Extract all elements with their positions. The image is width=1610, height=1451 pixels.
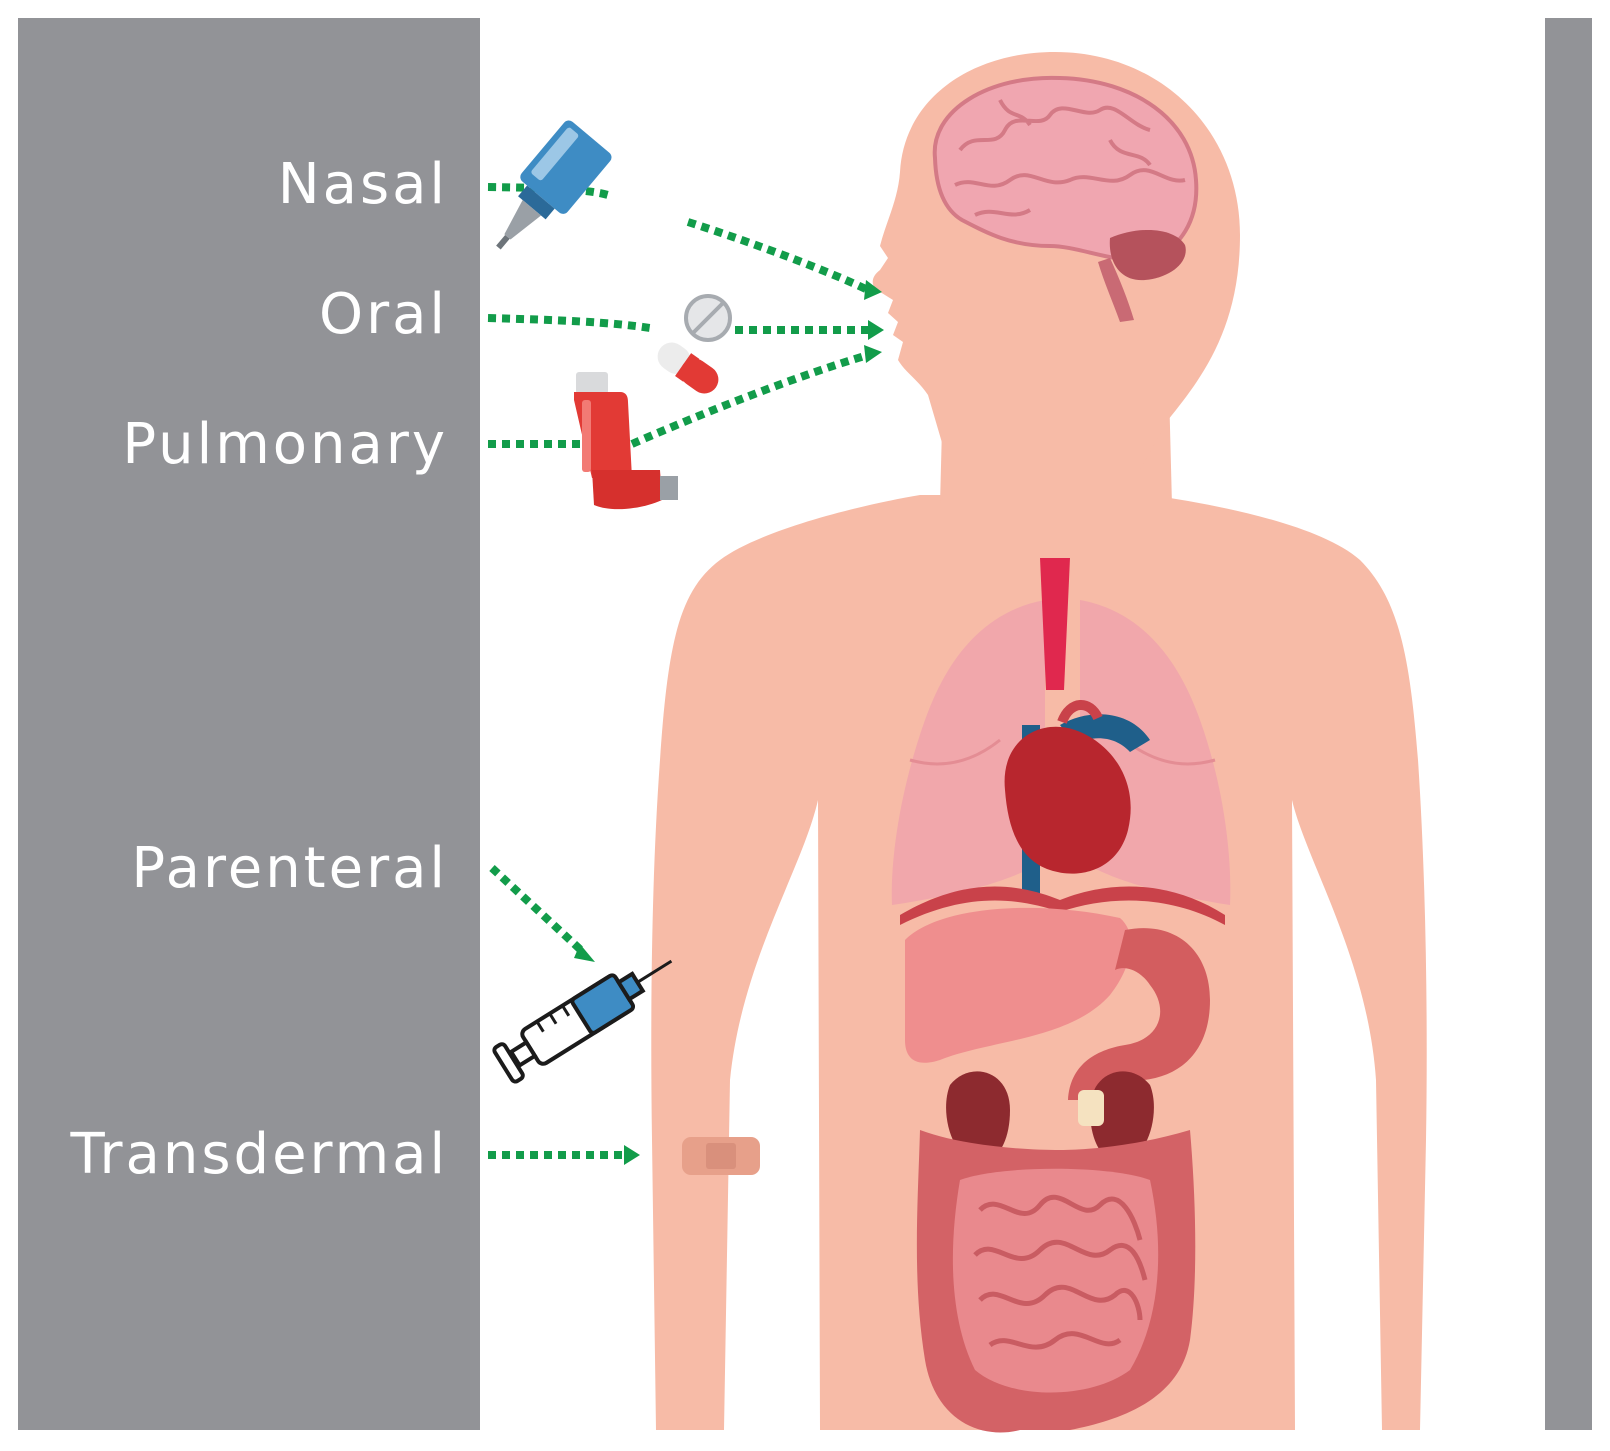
transdermal-arrowhead — [624, 1145, 640, 1165]
label-parenteral: Parenteral — [131, 836, 448, 901]
label-pulmonary: Pulmonary — [122, 412, 448, 477]
stomach — [1068, 928, 1210, 1100]
syringe-icon — [492, 959, 673, 1084]
label-transdermal: Transdermal — [70, 1122, 448, 1187]
inhaler-icon — [574, 372, 678, 510]
label-oral: Oral — [319, 282, 448, 347]
oral-arrow-start — [487, 314, 651, 332]
intestines — [916, 1130, 1196, 1433]
kidney-left — [946, 1071, 1010, 1163]
diaphragm — [900, 886, 1225, 925]
nasal-arrowhead — [864, 280, 882, 300]
oral-arrowhead — [868, 320, 884, 340]
kidney-right — [1090, 1071, 1154, 1163]
parenteral-arrow — [489, 865, 586, 955]
nasal-arrow-start — [487, 183, 610, 199]
label-nasal: Nasal — [278, 152, 448, 217]
liver — [905, 907, 1131, 1063]
patch-icon — [682, 1137, 760, 1175]
brain-icon — [932, 75, 1199, 322]
tablet-icon — [684, 294, 732, 342]
nasal-arrow-end — [686, 218, 870, 294]
label-panel — [18, 18, 480, 1430]
parenteral-arrowhead — [574, 944, 595, 962]
right-edge-strip — [1545, 18, 1592, 1430]
trachea — [1040, 558, 1070, 690]
pulmonary-artery — [1060, 714, 1150, 752]
arrows — [487, 183, 884, 1165]
adrenal-gland — [1078, 1090, 1104, 1126]
heart — [1004, 700, 1150, 895]
pulmonary-arrow-end — [630, 351, 870, 448]
pulmonary-arrowhead — [864, 345, 882, 363]
capsule-icon — [657, 342, 719, 394]
nasal-spray-icon — [496, 120, 612, 250]
